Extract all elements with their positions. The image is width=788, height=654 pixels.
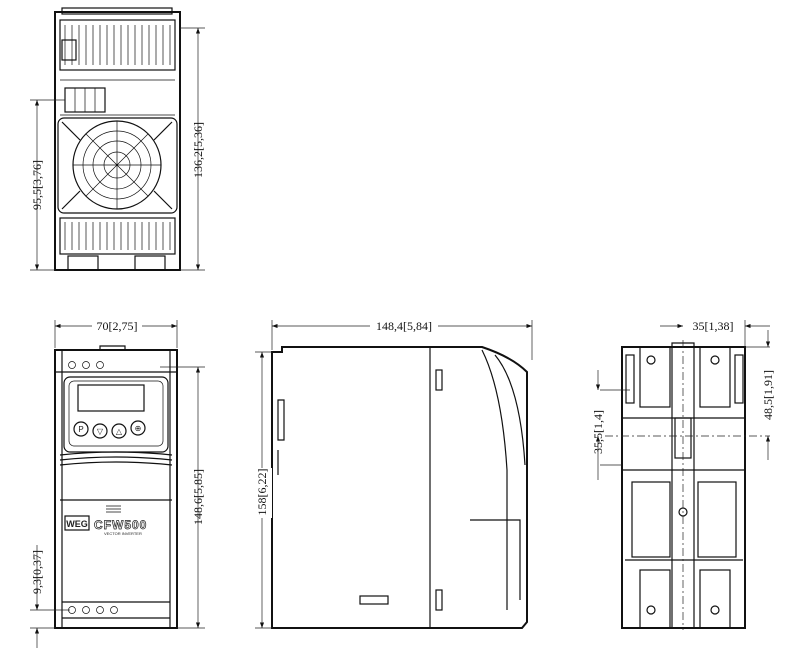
dim-top-height-total: 136,2[5,36] — [191, 122, 205, 178]
lcd-display — [77, 384, 145, 412]
svg-text:△: △ — [116, 427, 123, 436]
key-down-button — [92, 423, 108, 439]
top-vent-slots — [59, 19, 176, 71]
keypad: P ▽ △ ⊕ — [63, 376, 169, 453]
front-view: P ▽ △ ⊕ WEG CFW500 VECTOR INVERTER 70[2,… — [30, 318, 205, 648]
weg-logo: WEG — [64, 515, 90, 531]
mounting-hole-icon — [646, 355, 656, 365]
model-name: CFW500 — [94, 518, 147, 532]
key-run-button — [130, 420, 146, 436]
dim-front-height: 148,6[5,85] — [191, 469, 205, 525]
svg-text:WEG: WEG — [66, 519, 88, 529]
dim-back-hole-spacing: 35[1,38] — [693, 319, 734, 333]
key-up-button — [111, 423, 127, 439]
mounting-hole-icon — [710, 355, 720, 365]
fan-grille-icon — [57, 117, 178, 214]
key-p-button — [73, 421, 89, 437]
dim-side-depth: 148,4[5,84] — [376, 319, 432, 333]
svg-text:▽: ▽ — [97, 427, 104, 436]
svg-text:P: P — [78, 425, 83, 434]
svg-text:⊕: ⊕ — [135, 424, 142, 433]
dim-back-hole-offset-left: 35,5[1,4] — [591, 410, 605, 454]
model-subtitle: VECTOR INVERTER — [104, 531, 142, 536]
latch-icon — [61, 39, 77, 61]
dim-top-height-partial: 95,5[3,76] — [30, 160, 44, 210]
dim-front-width: 70[2,75] — [97, 319, 138, 333]
top-view: 95,5[3,76] 136,2[5,36] — [30, 7, 205, 271]
side-view: 148,4[5,84] 158[6,22] — [255, 318, 533, 629]
dim-back-hole-offset-right: 48,5[1,91] — [761, 370, 775, 420]
dim-front-bottom-offset: 9,3[0,37] — [30, 550, 44, 594]
bottom-vent-slots — [59, 217, 176, 255]
back-view: 35[1,38] 35,5[1,4] 48,5[1,91] — [591, 319, 775, 630]
dim-side-height: 158[6,22] — [255, 469, 269, 516]
terminal-block — [64, 87, 106, 113]
